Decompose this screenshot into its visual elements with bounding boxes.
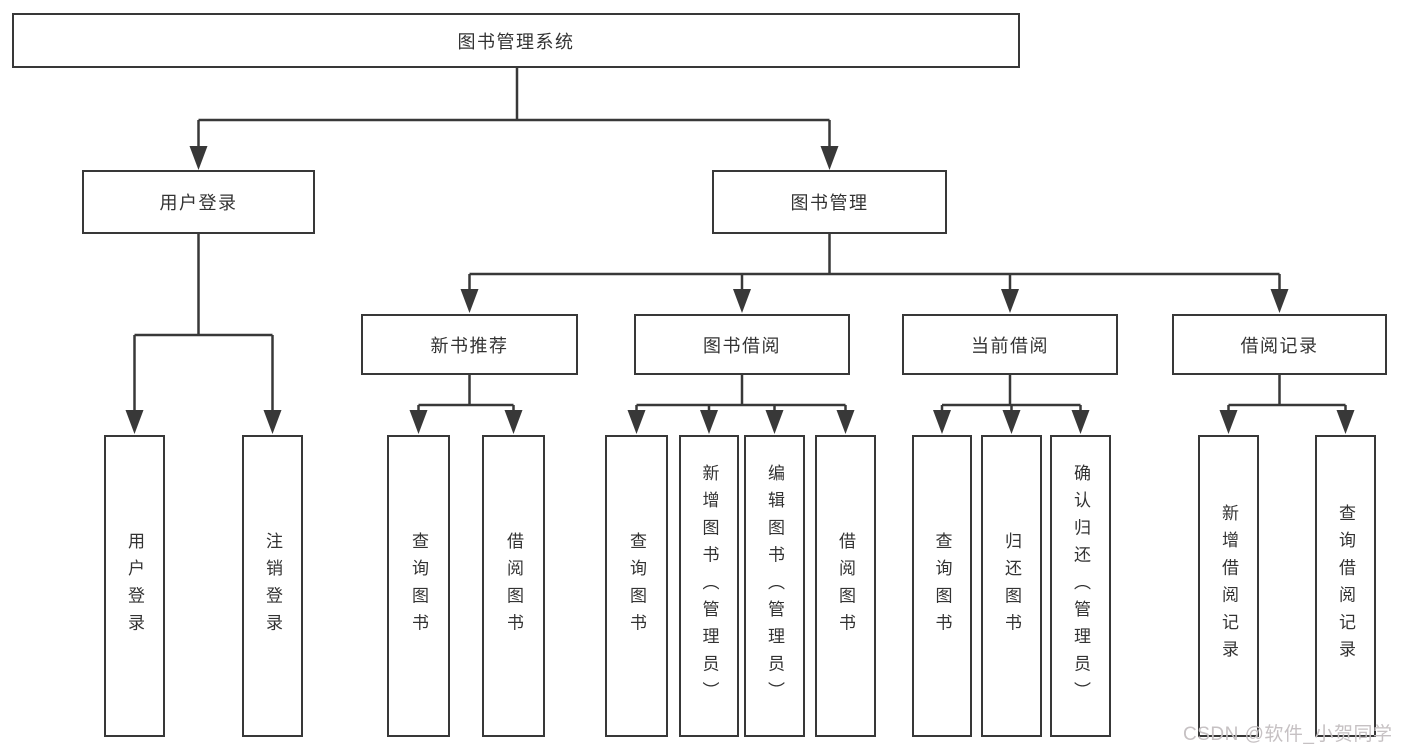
- leaf-confirm-return-admin-label: 确认归还（管理员）: [1071, 463, 1090, 709]
- node-new-book-recommend: 新书推荐: [361, 314, 578, 375]
- leaf-logout-label: 注销登录: [263, 531, 282, 641]
- node-book-management-label: 图书管理: [790, 193, 869, 213]
- leaf-query-borrow-record: 查询借阅记录: [1315, 435, 1376, 737]
- leaf-borrow-book-recommend-label: 借阅图书: [504, 531, 523, 641]
- leaf-query-book-current: 查询图书: [912, 435, 972, 737]
- node-user-login-label: 用户登录: [159, 193, 238, 213]
- leaf-query-book-recommend: 查询图书: [387, 435, 450, 737]
- leaf-add-borrow-record-label: 新增借阅记录: [1219, 504, 1238, 668]
- leaf-edit-book-admin: 编辑图书（管理员）: [744, 435, 805, 737]
- leaf-borrow-book: 借阅图书: [815, 435, 876, 737]
- node-root-label: 图书管理系统: [457, 31, 575, 52]
- node-book-borrow-label: 图书借阅: [703, 335, 781, 356]
- leaf-add-book-admin-label: 新增图书（管理员）: [699, 463, 719, 709]
- node-book-management: 图书管理: [712, 170, 947, 234]
- leaf-add-book-admin: 新增图书（管理员）: [679, 435, 739, 737]
- leaf-user-login-label: 用户登录: [125, 531, 144, 641]
- leaf-query-book-borrow-label: 查询图书: [627, 531, 646, 641]
- node-current-borrow-label: 当前借阅: [971, 335, 1049, 356]
- leaf-query-book-current-label: 查询图书: [932, 531, 952, 641]
- leaf-borrow-book-label: 借阅图书: [836, 531, 855, 641]
- node-root: 图书管理系统: [12, 13, 1020, 68]
- leaf-edit-book-admin-label: 编辑图书（管理员）: [765, 463, 784, 709]
- leaf-borrow-book-recommend: 借阅图书: [482, 435, 545, 737]
- leaf-query-borrow-record-label: 查询借阅记录: [1336, 504, 1355, 668]
- watermark: CSDN @软件_小贺同学: [1183, 724, 1393, 745]
- leaf-query-book-recommend-label: 查询图书: [409, 531, 428, 641]
- leaf-confirm-return-admin: 确认归还（管理员）: [1050, 435, 1111, 737]
- node-new-book-recommend-label: 新书推荐: [430, 335, 509, 356]
- leaf-logout: 注销登录: [242, 435, 303, 737]
- node-user-login: 用户登录: [82, 170, 315, 234]
- node-current-borrow: 当前借阅: [902, 314, 1118, 375]
- leaf-user-login: 用户登录: [104, 435, 165, 737]
- leaf-query-book-borrow: 查询图书: [605, 435, 668, 737]
- leaf-add-borrow-record: 新增借阅记录: [1198, 435, 1259, 737]
- leaf-return-book-label: 归还图书: [1002, 531, 1021, 641]
- node-borrow-records: 借阅记录: [1172, 314, 1387, 375]
- node-borrow-records-label: 借阅记录: [1240, 335, 1319, 356]
- node-book-borrow: 图书借阅: [634, 314, 850, 375]
- leaf-return-book: 归还图书: [981, 435, 1042, 737]
